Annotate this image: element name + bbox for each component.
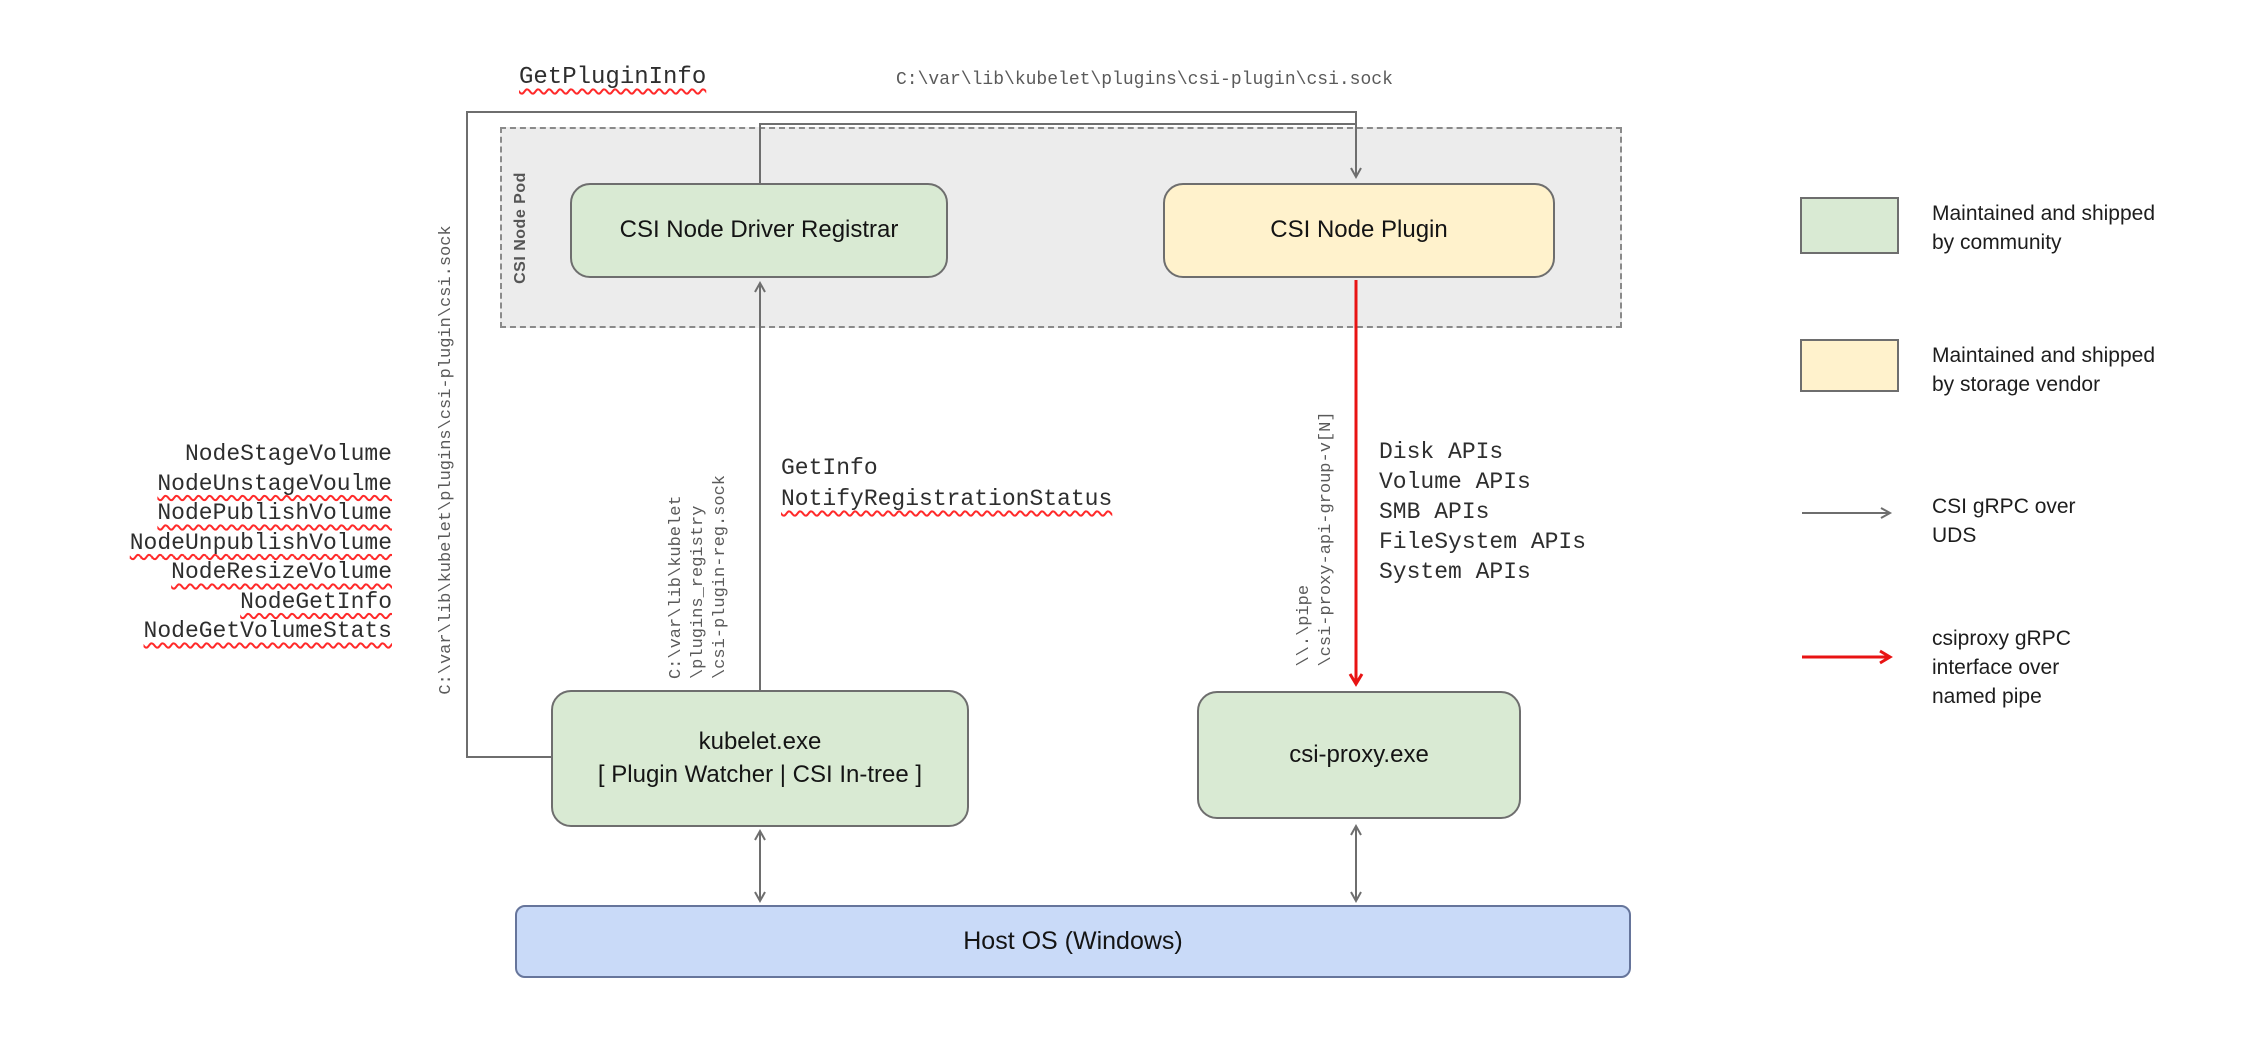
api-system: System APIs	[1379, 559, 1531, 585]
node-rpc-unstage: NodeUnstageVoulme	[157, 470, 392, 497]
host-os-label: Host OS (Windows)	[963, 927, 1183, 955]
node-rpc-list: NodeStageVolume NodeUnstageVoulme NodePu…	[60, 440, 392, 647]
legend-community-label: Maintained and shipped by community	[1932, 202, 2156, 254]
csi-node-plugin-label: CSI Node Plugin	[1270, 216, 1448, 244]
kubelet-label-line1: kubelet.exe	[698, 728, 822, 756]
legend-named-pipe-label: csiproxy gRPC interface over named pipe	[1932, 627, 2071, 708]
api-filesystem: FileSystem APIs	[1379, 529, 1587, 555]
legend-vendor-label: Maintained and shipped by storage vendor	[1932, 344, 2156, 396]
csi-node-driver-registrar-box: CSI Node Driver Registrar	[570, 183, 948, 278]
api-smb: SMB APIs	[1379, 499, 1490, 525]
kubelet-label-line2: [ Plugin Watcher | CSI In-tree ]	[597, 760, 923, 788]
registration-sock-path-label: C:\var\lib\kubelet \plugins_registry \cs…	[667, 474, 730, 680]
node-rpc-resize: NodeResizeVolume	[171, 559, 392, 585]
csi-node-driver-registrar-label: CSI Node Driver Registrar	[619, 216, 899, 244]
host-os-box: Host OS (Windows)	[515, 905, 1631, 978]
node-rpc-unpublish: NodeUnpublishVolume	[129, 529, 392, 556]
api-volume: Volume APIs	[1379, 469, 1531, 495]
api-disk: Disk APIs	[1379, 439, 1504, 465]
csi-proxy-api-list: Disk APIs Volume APIs SMB APIs FileSyste…	[1379, 437, 1586, 587]
node-rpc-getvolumestats: NodeGetVolumeStats	[143, 618, 392, 644]
csi-node-pod-label: CSI Node Pod	[512, 172, 529, 284]
csi-proxy-label: csi-proxy.exe	[1289, 740, 1429, 768]
legend-vendor-swatch	[1800, 339, 1899, 392]
node-rpc-stage: NodeStageVolume	[184, 441, 392, 467]
legend-uds-label: CSI gRPC over UDS	[1932, 495, 2076, 547]
get-info-label: GetInfo	[781, 455, 878, 481]
node-rpc-getinfo: NodeGetInfo	[240, 588, 392, 615]
csi-proxy-box: csi-proxy.exe	[1197, 691, 1521, 819]
legend-community-swatch	[1800, 197, 1899, 254]
node-rpc-publish: NodePublishVolume	[157, 500, 392, 526]
csi-sock-path-left-label: C:\var\lib\kubelet\plugins\csi-plugin\cs…	[437, 225, 456, 695]
kubelet-box: kubelet.exe [ Plugin Watcher | CSI In-tr…	[551, 690, 969, 827]
notify-registration-status-label: NotifyRegistrationStatus	[781, 486, 1113, 512]
named-pipe-path-label: \\.\pipe \csi-proxy-api-group-v[N]	[1295, 411, 1336, 667]
csi-sock-path-top-label: C:\var\lib\kubelet\plugins\csi-plugin\cs…	[896, 70, 1393, 90]
csi-node-plugin-box: CSI Node Plugin	[1163, 183, 1555, 278]
get-plugin-info-label: GetPluginInfo	[519, 64, 707, 91]
